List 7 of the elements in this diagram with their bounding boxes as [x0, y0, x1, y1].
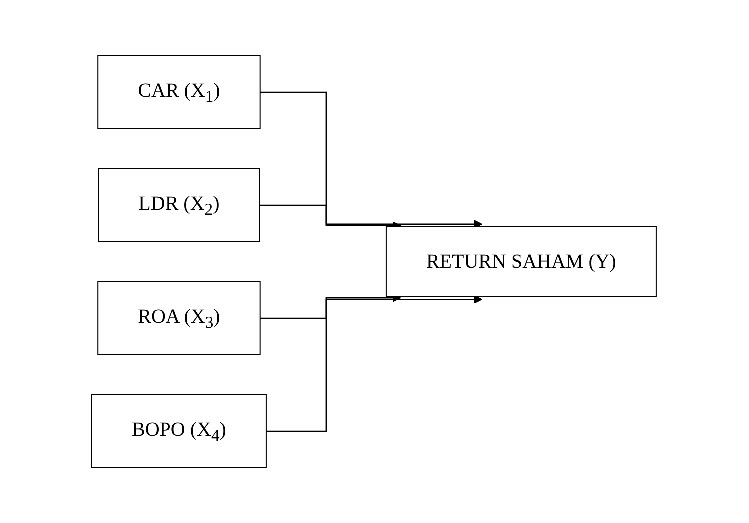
arrow: [260, 91, 483, 228]
node-box: ROA (X$_{3}$): [98, 281, 262, 355]
node-box: BOPO (X$_{4}$): [92, 394, 268, 468]
node-box: RETURN SAHAM (Y): [386, 226, 658, 297]
node-box: LDR (X$_{2}$): [98, 168, 261, 242]
node-box: CAR (X$_{1}$): [98, 55, 262, 129]
arrow: [266, 294, 483, 432]
